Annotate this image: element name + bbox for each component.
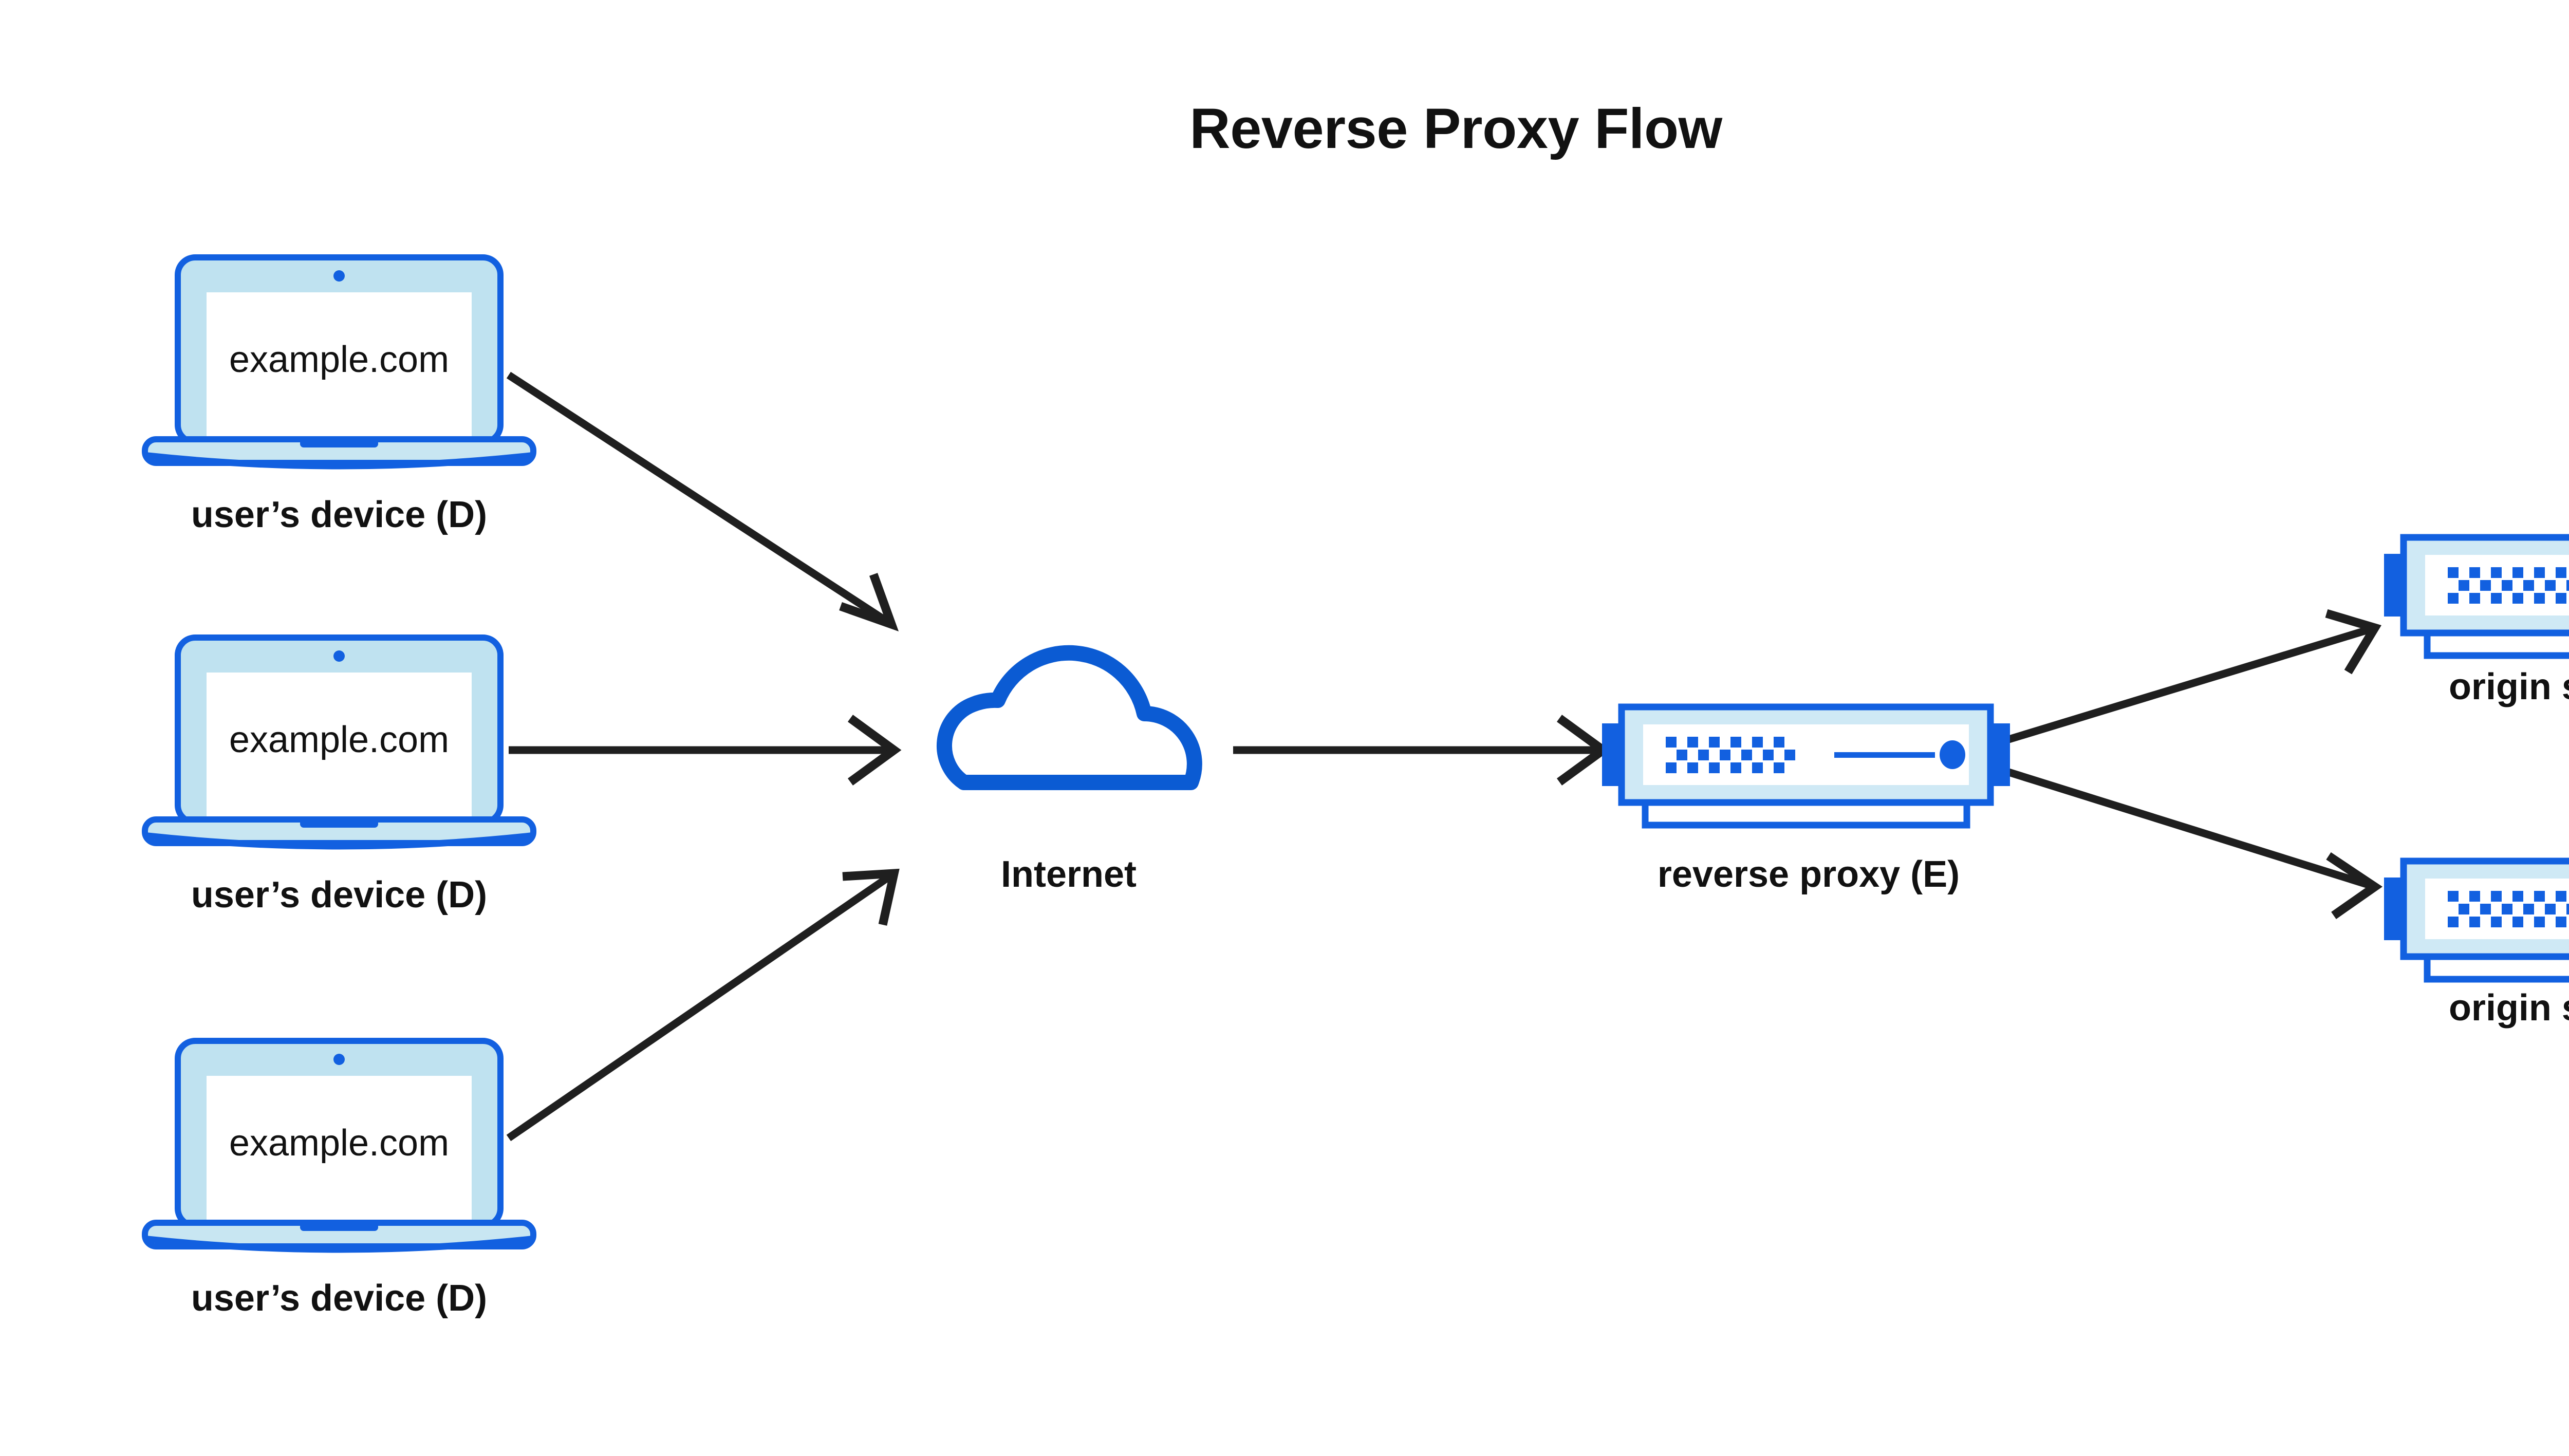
cloud-icon (944, 653, 1195, 782)
edge-proxy-to-origin-bottom (2002, 767, 2383, 919)
device-middle-screen-label: example.com (229, 719, 450, 760)
origin-server-bottom[interactable] (2384, 861, 2569, 979)
page-title: Reverse Proxy Flow (1189, 97, 1722, 160)
edge-device-middle-to-internet (509, 715, 902, 786)
reverse-proxy[interactable] (1602, 707, 2010, 825)
device-bottom-screen-label: example.com (229, 1123, 450, 1164)
device-top-caption: user’s device (D) (191, 494, 488, 535)
reverse-proxy-caption: reverse proxy (E) (1657, 854, 1960, 895)
server-icon (1602, 707, 2010, 825)
edge-device-top-to-internet (506, 371, 899, 631)
edges-layer (506, 371, 2383, 1142)
edge-internet-to-proxy (1233, 715, 1611, 786)
internet-cloud[interactable] (944, 653, 1195, 782)
server-icon (2384, 537, 2569, 656)
internet-caption: Internet (1000, 854, 1137, 895)
device-bottom-caption: user’s device (D) (191, 1278, 488, 1319)
edge-proxy-to-origin-top (2002, 609, 2381, 745)
origin-server-top-caption: origin server (F) (2448, 666, 2569, 707)
device-top-screen-label: example.com (229, 339, 450, 380)
server-icon (2384, 861, 2569, 979)
edge-device-bottom-to-internet (506, 868, 900, 1142)
origin-server-top[interactable] (2384, 537, 2569, 656)
device-middle-caption: user’s device (D) (191, 874, 488, 916)
origin-server-bottom-caption: origin server (F) (2448, 987, 2569, 1029)
